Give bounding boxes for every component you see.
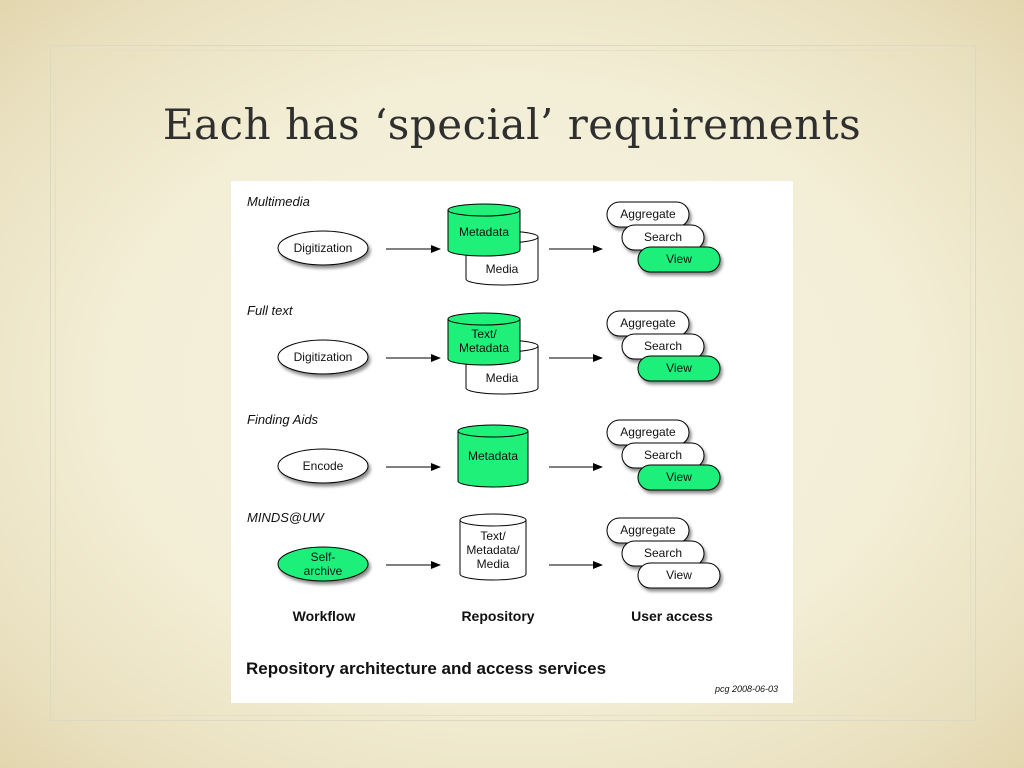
repository-cylinder xyxy=(457,424,529,488)
column-heading-user-access: User access xyxy=(631,608,713,624)
workflow-oval-label: Encode xyxy=(302,459,344,473)
diagram-caption: Repository architecture and access servi… xyxy=(246,659,607,678)
column-heading-repository: Repository xyxy=(461,608,535,624)
access-pill-label: View xyxy=(666,361,692,375)
access-pill-label: View xyxy=(666,252,692,266)
slide-frame-inner xyxy=(55,50,971,716)
access-pill xyxy=(637,464,721,491)
row-label: MINDS@UW xyxy=(247,510,324,525)
access-pill-label: Aggregate xyxy=(620,316,676,330)
access-pill-label: Aggregate xyxy=(620,425,676,439)
workflow-oval-label: Digitization xyxy=(293,350,353,364)
workflow-oval xyxy=(277,339,369,375)
access-pill-label: Aggregate xyxy=(620,207,676,221)
workflow-oval xyxy=(277,230,369,266)
slide-title: Each has ‘special’ requirements xyxy=(162,100,862,149)
repository-label: Text/ Metadata/ Media xyxy=(466,529,520,571)
repository-front-label: Metadata xyxy=(458,225,510,239)
repository-front-cylinder xyxy=(447,312,521,366)
workflow-oval xyxy=(277,448,369,484)
repository-back-label: Media xyxy=(485,371,519,385)
workflow-oval-label: Digitization xyxy=(293,241,353,255)
access-pill-label: Search xyxy=(643,546,683,560)
access-pill-label: Aggregate xyxy=(620,523,676,537)
row-label: Full text xyxy=(247,303,293,318)
row-label: Multimedia xyxy=(247,194,310,209)
workflow-oval-label: Self- archive xyxy=(303,550,343,578)
access-pill-label: Search xyxy=(643,339,683,353)
slide-frame-outer xyxy=(50,45,976,721)
repository-front-cylinder xyxy=(447,203,521,257)
repository-cylinder xyxy=(459,513,527,581)
column-heading-workflow: Workflow xyxy=(292,608,356,624)
diagram-credit: pcg 2008-06-03 xyxy=(714,684,778,694)
diagram-canvas xyxy=(277,201,721,589)
access-pill-label: View xyxy=(666,470,692,484)
row-label: Finding Aids xyxy=(247,412,319,427)
access-pill-label: Search xyxy=(643,230,683,244)
repository-label: Metadata xyxy=(467,449,519,463)
repository-back-label: Media xyxy=(485,262,519,276)
access-pill xyxy=(637,246,721,273)
diagram-panel: Workflow Repository User access Reposito… xyxy=(231,181,793,703)
access-pill xyxy=(637,562,721,589)
access-pill-label: Search xyxy=(643,448,683,462)
repository-front-label: Text/ Metadata xyxy=(458,327,510,355)
access-pill-label: View xyxy=(666,568,692,582)
workflow-oval xyxy=(277,546,369,582)
access-pill xyxy=(637,355,721,382)
